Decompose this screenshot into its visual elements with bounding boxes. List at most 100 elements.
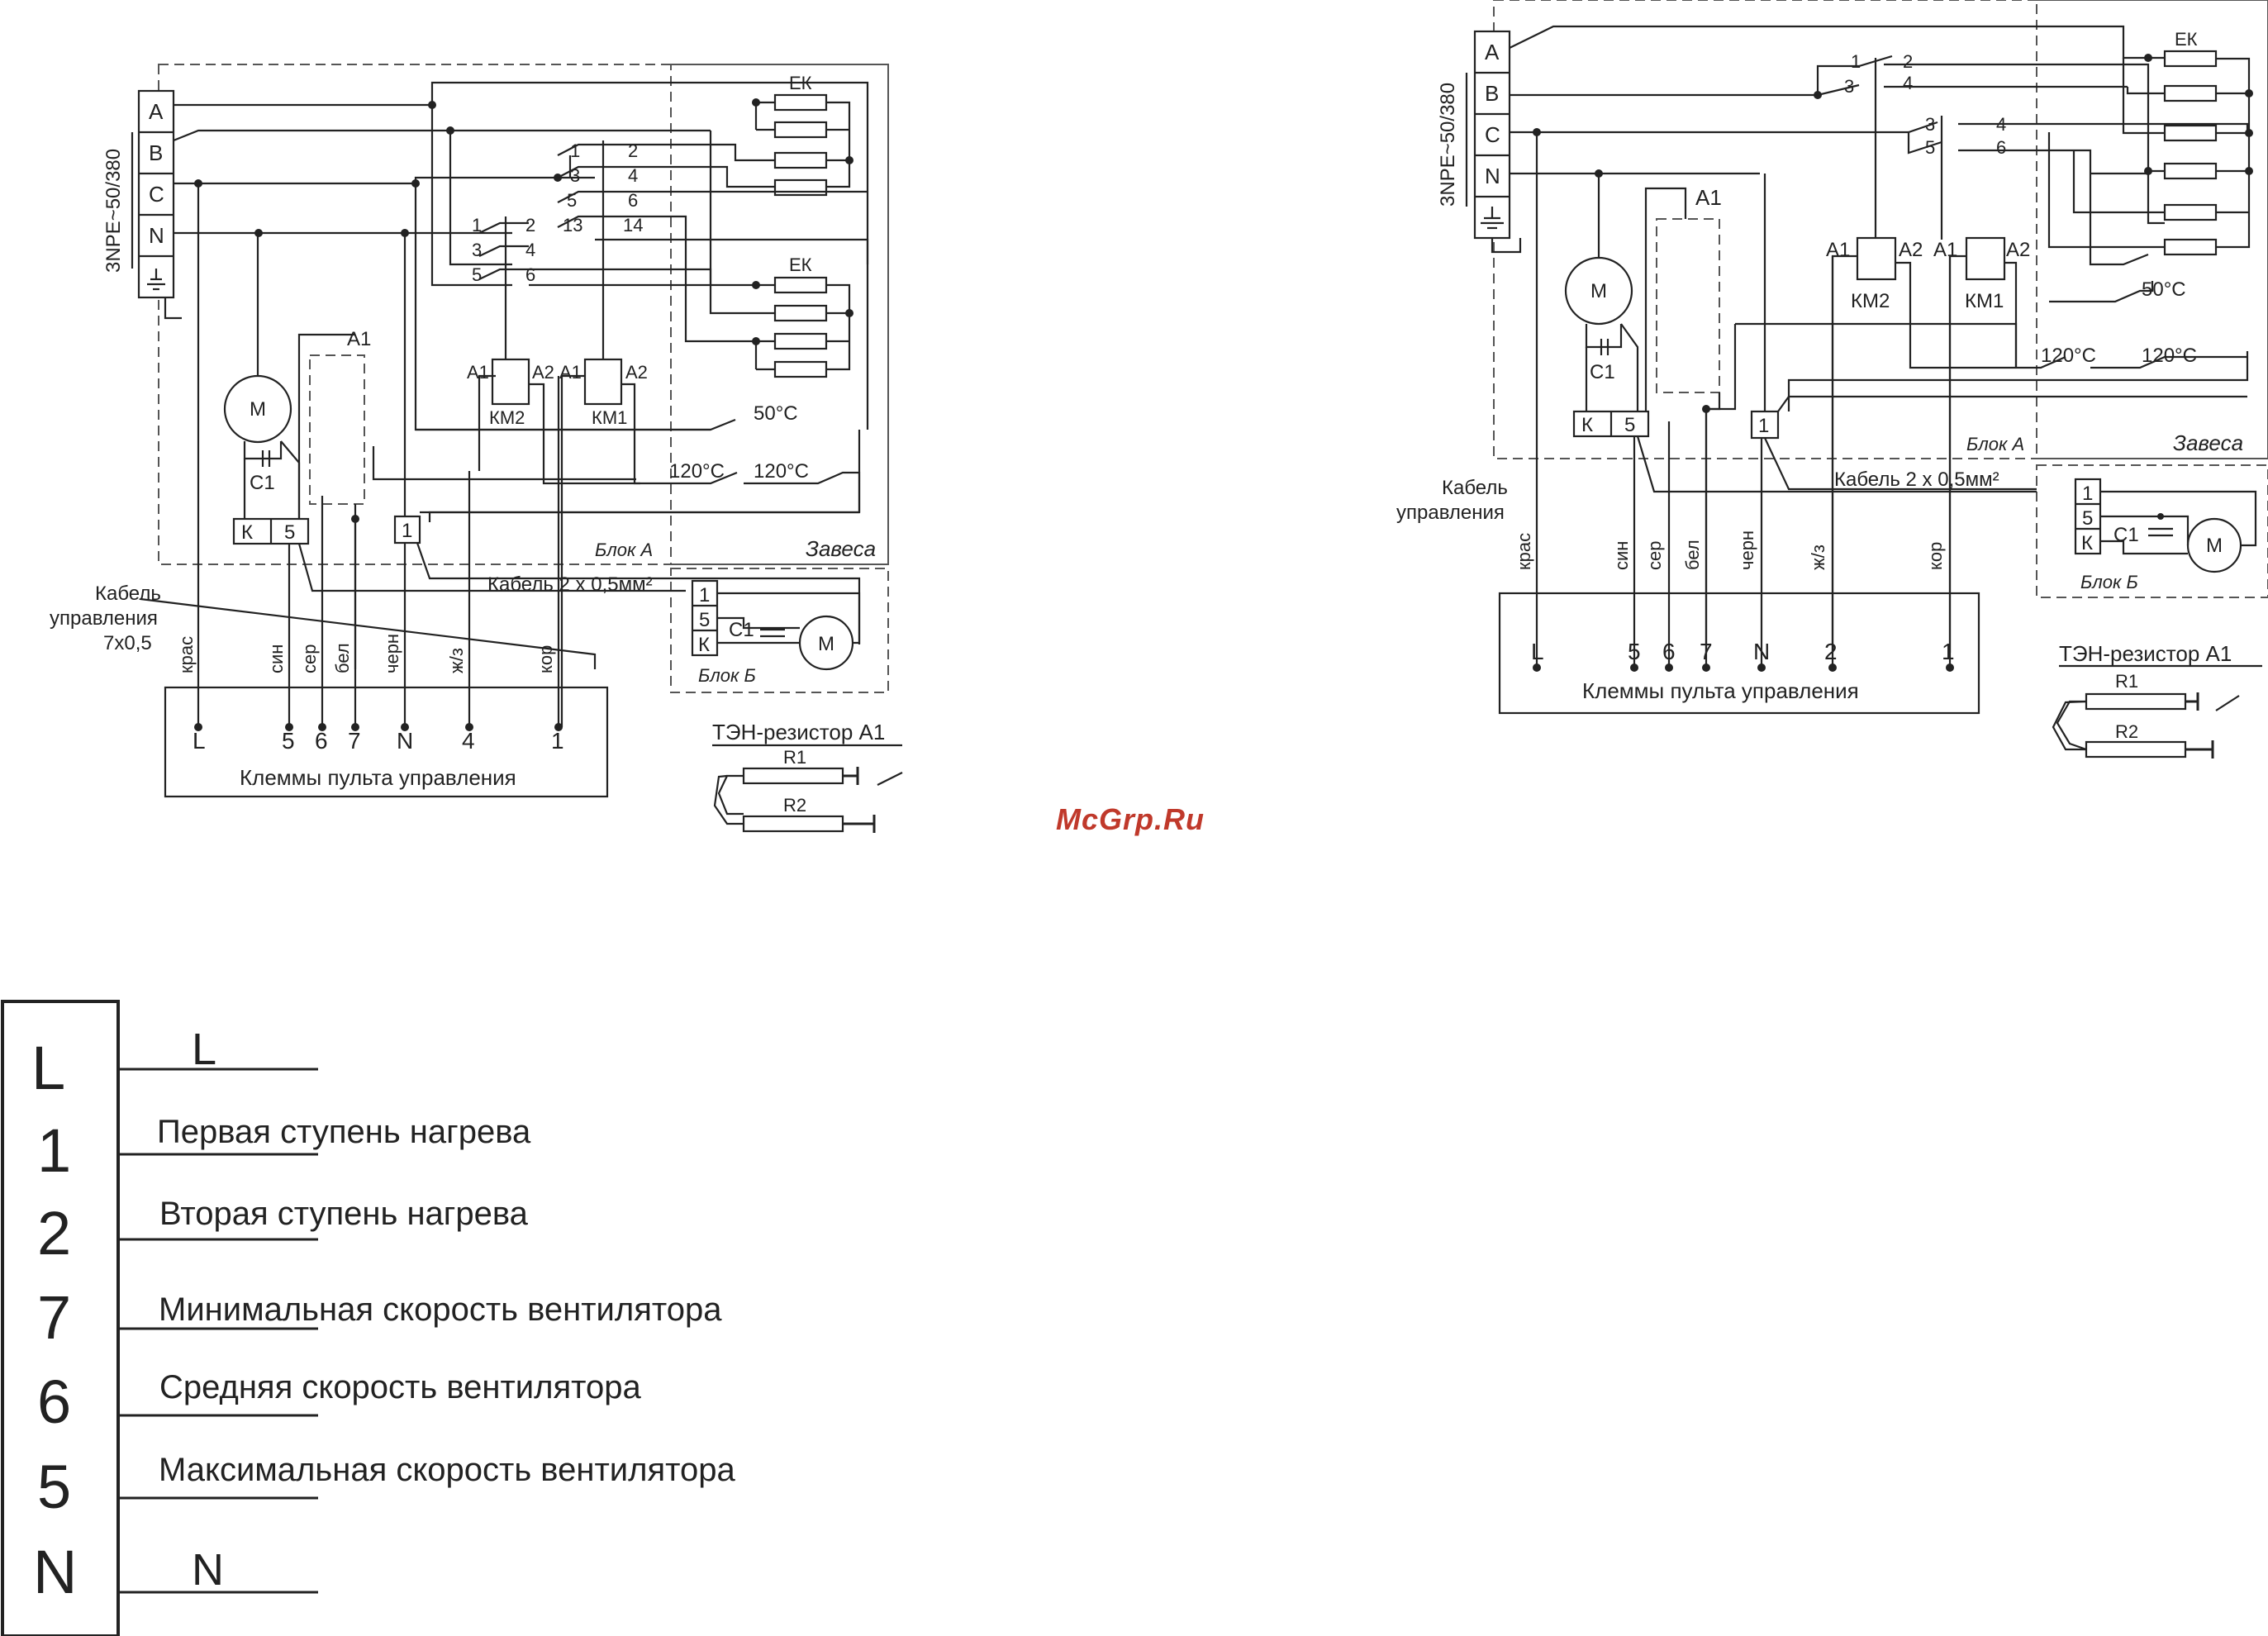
svg-text:Кабель 2 х 0,5мм²: Кабель 2 х 0,5мм² — [1834, 468, 1999, 491]
right-control-terminals: крас син сер бел черн ж/з кор L 5 6 7 N … — [1498, 132, 1980, 715]
svg-text:С1: С1 — [2113, 524, 2139, 546]
watermark-text: McGrp.Ru — [1056, 802, 1205, 836]
svg-text:1: 1 — [1851, 51, 1861, 72]
svg-text:Блок Б: Блок Б — [2080, 572, 2138, 592]
svg-text:N: N — [1753, 639, 1770, 664]
right-supply-label: 3NPE~50/380 — [1437, 83, 1459, 207]
svg-text:L: L — [193, 728, 206, 754]
svg-text:ж/з: ж/з — [446, 648, 467, 673]
left-heater-group-bottom: ЕК — [529, 131, 869, 378]
svg-text:син: син — [1611, 541, 1632, 570]
left-cable-main-label: Кабель 2 х 0,5мм² — [487, 573, 653, 596]
svg-text:120°С: 120°С — [2041, 345, 2096, 367]
legend-symbol-6: 6 — [37, 1367, 71, 1436]
left-wiring-diagram: A B C N 3NPE~50/380 — [50, 64, 903, 833]
left-terminal-k5: К 5 — [232, 517, 310, 545]
legend-symbol-l: L — [31, 1034, 65, 1102]
legend-symbol-1: 1 — [37, 1116, 71, 1185]
svg-text:7: 7 — [348, 728, 361, 754]
left-contact-group: 1 3 5 13 1 3 5 2 4 6 14 2 4 6 — [472, 140, 643, 359]
svg-text:бел: бел — [1682, 540, 1703, 570]
svg-text:А2: А2 — [1899, 239, 1923, 261]
svg-text:R2: R2 — [783, 795, 806, 816]
left-block-a-outline — [158, 64, 889, 565]
svg-text:КМ1: КМ1 — [592, 407, 627, 428]
left-block-b: 1 5 К М С1 Блок Б — [691, 579, 861, 686]
svg-text:1: 1 — [551, 728, 564, 754]
svg-text:А1: А1 — [1933, 239, 1957, 261]
left-cable-control-2: управления — [50, 607, 158, 630]
left-contact-6: 6 — [628, 190, 638, 211]
left-cable-control-3: 7х0,5 — [103, 632, 152, 654]
left-contact-4b: 4 — [525, 240, 535, 260]
legend-symbol-2: 2 — [37, 1199, 71, 1267]
terminal-legend: L 1 2 7 6 5 N L Первая ступень нагрева В… — [1, 1000, 735, 1636]
left-terminals-caption: Клеммы пульта управления — [240, 765, 516, 790]
left-terminal-1: 1 — [393, 233, 859, 545]
svg-text:6: 6 — [1662, 639, 1676, 664]
left-contact-2: 2 — [628, 140, 638, 161]
svg-text:R2: R2 — [2115, 721, 2138, 742]
svg-text:управления: управления — [1396, 502, 1505, 524]
left-contact-1b: 1 — [472, 215, 482, 235]
left-heater-label-top: ЕК — [789, 73, 812, 93]
svg-text:КМ2: КМ2 — [1851, 290, 1890, 312]
legend-desc-1: Первая ступень нагрева — [157, 1114, 531, 1150]
svg-text:1: 1 — [1758, 415, 1769, 437]
svg-text:N: N — [1485, 164, 1500, 188]
left-resistor-block-a1: А1 — [297, 328, 371, 669]
left-heater-label-bottom: ЕК — [789, 254, 812, 275]
left-contactor-km2: А1 А2 КМ2 — [467, 358, 636, 485]
svg-text:крас: крас — [176, 636, 197, 673]
right-block-b-outline — [2036, 464, 2268, 598]
right-terminal-1: 1 — [1750, 174, 2247, 440]
svg-text:3: 3 — [1925, 114, 1935, 135]
legend-desc-n: N — [192, 1545, 224, 1595]
left-curtain-label: Завеса — [806, 536, 876, 561]
svg-text:ж/з: ж/з — [1808, 545, 1828, 570]
svg-text:7: 7 — [1700, 639, 1713, 664]
right-block-b: 1 5 К М С1 Блок Б — [2016, 478, 2257, 592]
svg-text:К: К — [2081, 532, 2093, 554]
left-contact-6b: 6 — [525, 264, 535, 285]
svg-text:R1: R1 — [2115, 671, 2138, 692]
svg-text:черн: черн — [382, 634, 402, 673]
svg-text:4: 4 — [462, 728, 475, 754]
svg-text:6: 6 — [315, 728, 328, 754]
left-block-b-label: Блок Б — [698, 665, 756, 686]
svg-text:М: М — [2206, 535, 2223, 557]
svg-text:ТЭН-резистор А1: ТЭН-резистор А1 — [712, 720, 885, 744]
left-contact-3b: 3 — [472, 240, 482, 260]
left-thermostats-120: 120°С 120°С — [372, 430, 861, 522]
right-contact-group: 1 3 3 5 2 4 4 6 — [1844, 51, 2006, 240]
svg-text:6: 6 — [1996, 137, 2006, 158]
svg-text:120°С: 120°С — [2142, 345, 2197, 367]
svg-text:С1: С1 — [729, 619, 754, 641]
svg-text:А2: А2 — [532, 362, 554, 383]
svg-text:120°С: 120°С — [754, 460, 809, 483]
svg-text:5: 5 — [284, 521, 295, 544]
left-contact-3: 3 — [570, 165, 580, 186]
left-supply-label: 3NPE~50/380 — [102, 149, 125, 273]
left-contact-13: 13 — [563, 215, 582, 235]
left-supply-terminal-block: A B C N 3NPE~50/380 — [102, 89, 175, 299]
svg-text:М: М — [1590, 280, 1607, 302]
left-contact-5b: 5 — [472, 264, 482, 285]
right-contactor-km2: А1 А2 КМ2 — [1826, 236, 2016, 653]
svg-text:А1: А1 — [1826, 239, 1850, 261]
svg-text:А2: А2 — [2006, 239, 2030, 261]
right-resistor-block-a1: А1 — [1644, 185, 1737, 653]
legend-terminal-strip — [1, 1000, 120, 1636]
svg-text:кор: кор — [535, 645, 556, 673]
svg-text:A: A — [1485, 40, 1500, 64]
svg-text:КМ2: КМ2 — [489, 407, 525, 428]
svg-text:К: К — [698, 634, 710, 656]
svg-text:М: М — [818, 633, 834, 655]
left-control-terminals: крас син сер бел черн ж/з кор L 5 6 7 N … — [164, 376, 609, 798]
right-terminal-k5: К 5 — [1572, 410, 1650, 438]
left-block-b-outline — [670, 568, 889, 693]
svg-text:1: 1 — [1942, 639, 1955, 664]
right-block-a-outline — [1493, 0, 2268, 459]
legend-symbol-7: 7 — [37, 1283, 71, 1352]
svg-text:5: 5 — [1628, 639, 1641, 664]
